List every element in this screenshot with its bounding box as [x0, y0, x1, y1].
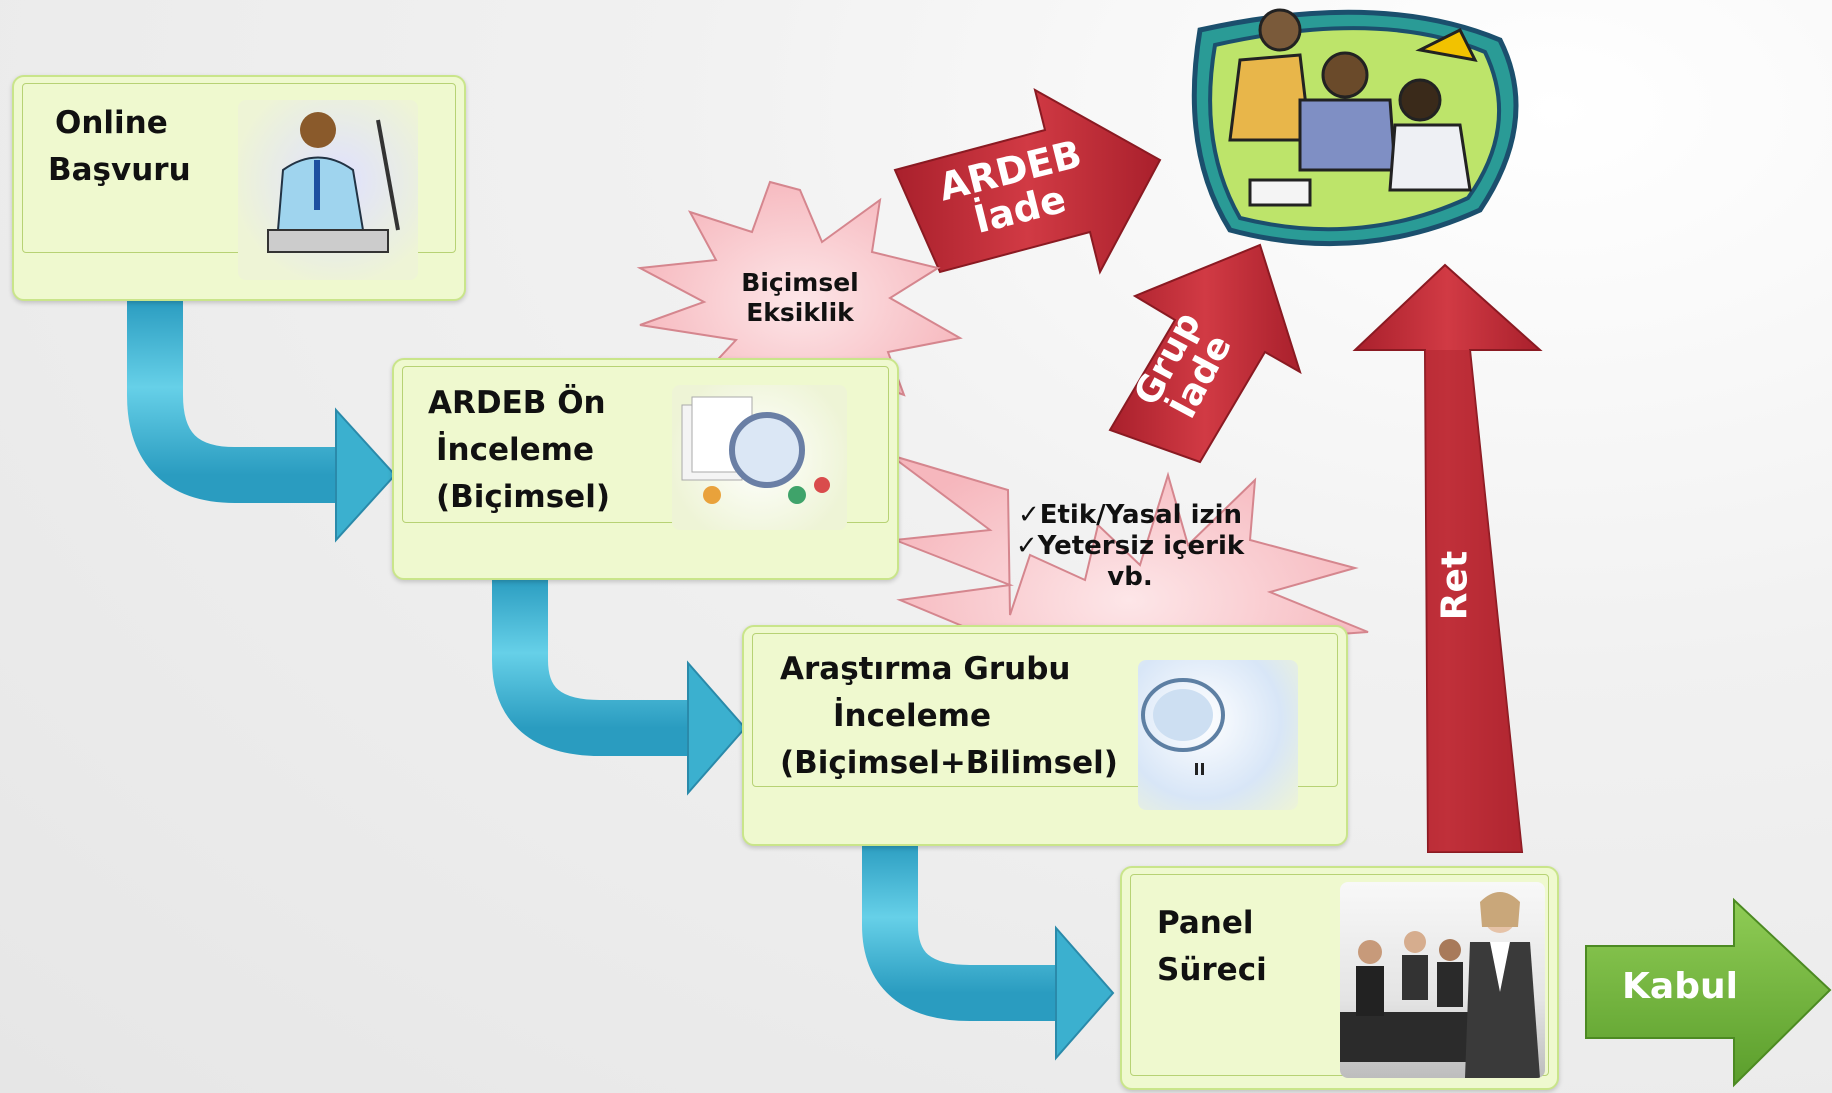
bicimsel-line1: Biçimsel: [741, 268, 859, 297]
panel-label-line1: Panel: [1157, 905, 1254, 941]
kabul-arrow: [1585, 897, 1832, 1088]
etik-line3: vb.: [1107, 562, 1153, 592]
etik-line2: ✓Yetersiz içerik: [1015, 531, 1245, 561]
on-inceleme-label-line2: İnceleme: [436, 432, 594, 468]
bicimsel-line2: Eksiklik: [746, 298, 854, 327]
on-inceleme-label-line3: (Biçimsel): [436, 479, 610, 515]
lens-illustration: [1138, 660, 1298, 810]
business-meeting-photo: [1340, 882, 1545, 1078]
panel-label-line2: Süreci: [1157, 952, 1267, 988]
grup-inceleme-label-line2: İnceleme: [833, 698, 991, 734]
connector-2: [492, 578, 747, 796]
connector-3: [862, 842, 1115, 1061]
online-label-line1: Online: [55, 105, 168, 141]
etik-line1: ✓Etik/Yasal izin: [1017, 500, 1243, 530]
magnifier-documents-illustration: [672, 385, 847, 530]
on-inceleme-label-line1: ARDEB Ön: [428, 385, 606, 421]
person-at-computer-illustration: [238, 100, 418, 280]
connector-1: [127, 300, 397, 543]
ardeb-iade-arrow: [893, 87, 1162, 275]
etik-yasal-text: ✓Etik/Yasal izin ✓Yetersiz içerik vb.: [1010, 500, 1250, 593]
grup-inceleme-label-line3: (Biçimsel+Bilimsel): [780, 745, 1118, 781]
bicimsel-eksiklik-text: Biçimsel Eksiklik: [730, 268, 870, 328]
ret-arrow: [1352, 263, 1543, 853]
ret-label: Ret: [1434, 550, 1476, 621]
grup-inceleme-label-line1: Araştırma Grubu: [780, 651, 1071, 687]
grup-iade-arrow: [1108, 243, 1302, 464]
online-label-line2: Başvuru: [48, 152, 191, 188]
kabul-label: Kabul: [1622, 966, 1738, 1007]
